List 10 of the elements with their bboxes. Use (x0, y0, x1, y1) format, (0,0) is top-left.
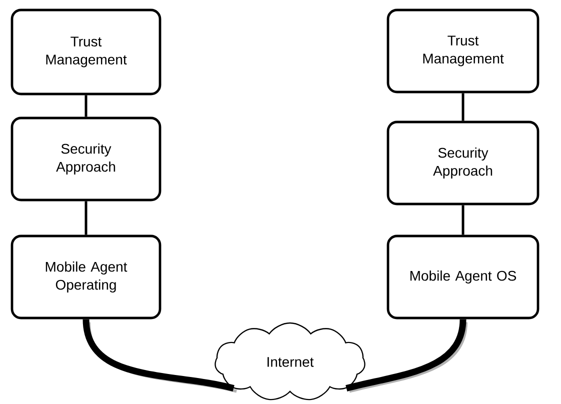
connector-line (84, 201, 88, 235)
connector-line (462, 205, 464, 235)
process-box: Mobile Agent Operating (10, 234, 162, 320)
process-box: Mobile Agent OS (386, 234, 540, 320)
process-box: Security Approach (386, 120, 540, 206)
connector-line (462, 93, 464, 121)
process-box: Trust Management (386, 8, 540, 94)
process-box: Security Approach (10, 116, 162, 202)
connector-line (84, 95, 88, 117)
process-box: Trust Management (10, 8, 162, 96)
